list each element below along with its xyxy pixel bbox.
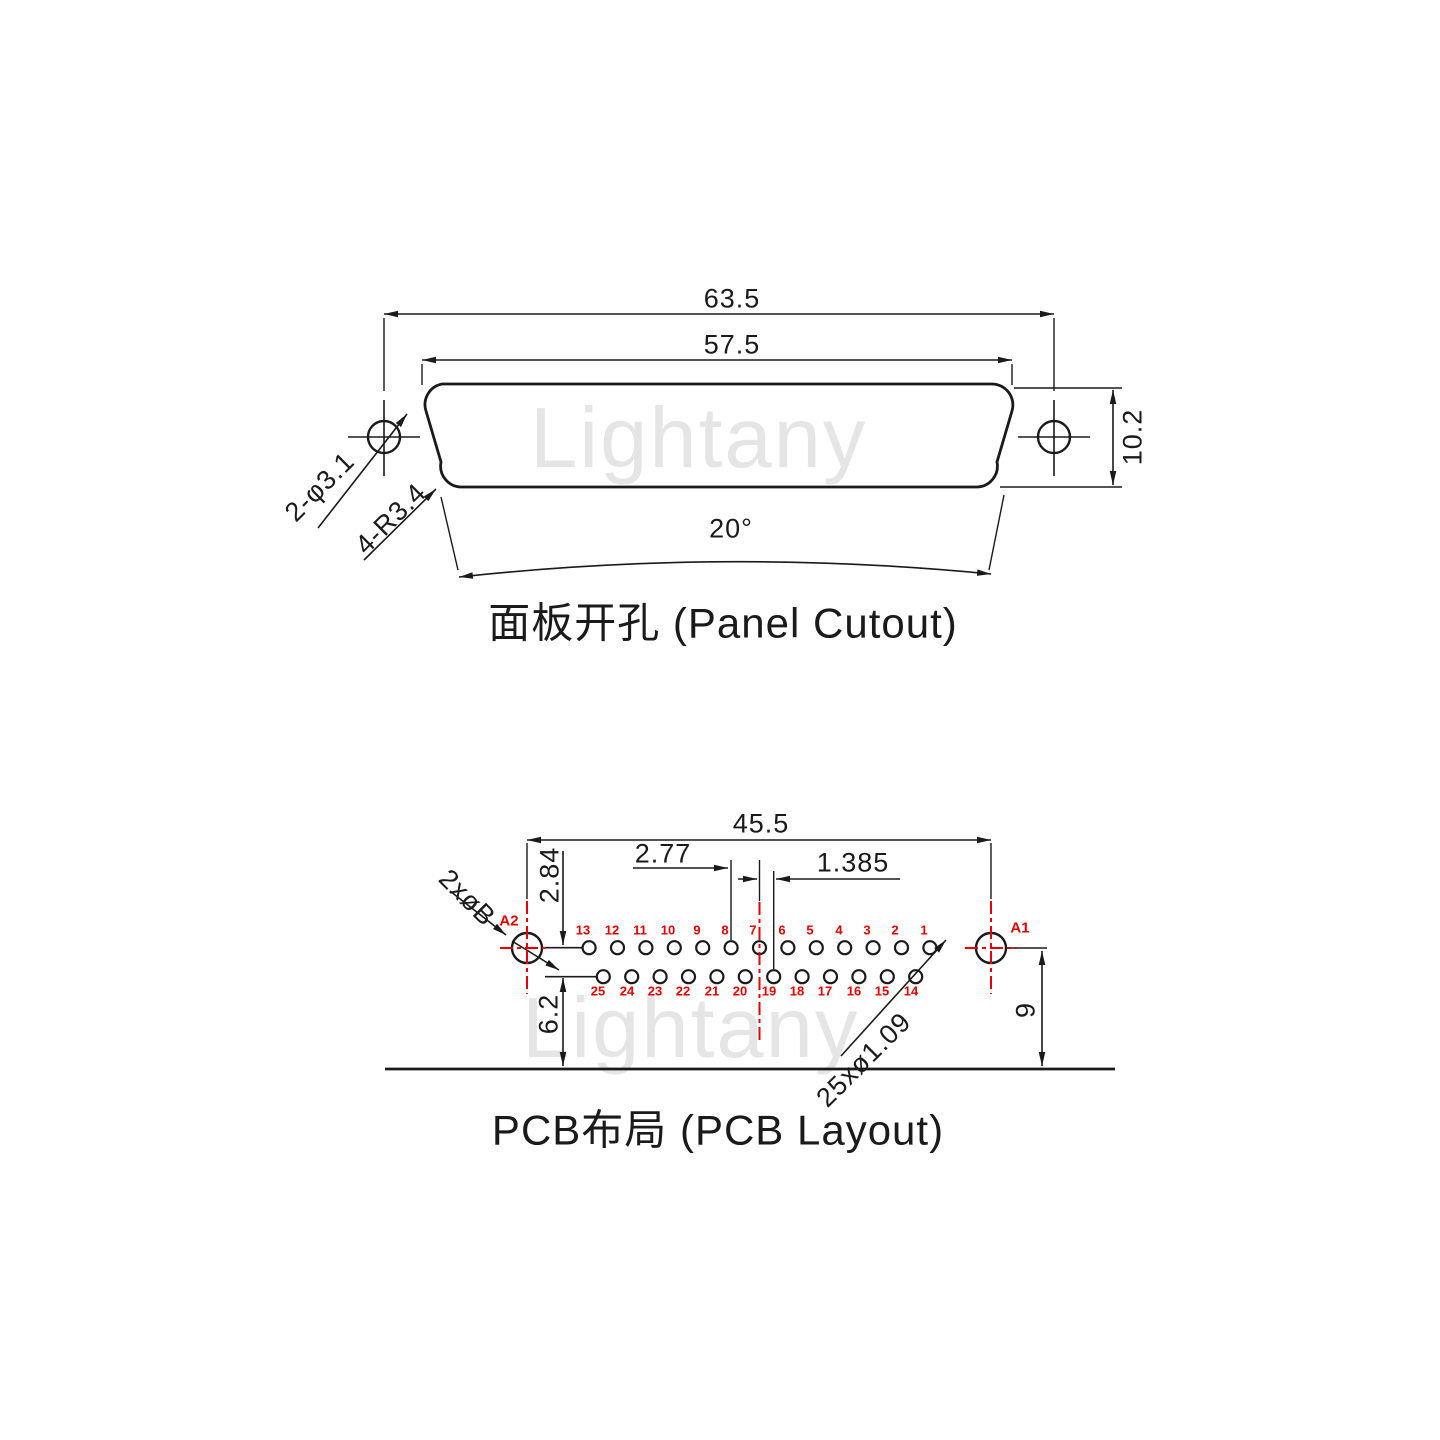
- pin-number: 3: [863, 922, 871, 938]
- pin-number: 7: [749, 922, 757, 938]
- red-centerlines: [500, 901, 1017, 1044]
- pin-number: 5: [806, 922, 814, 938]
- dim-half-pitch-text: 1.385: [816, 847, 890, 878]
- pin-number: 22: [675, 983, 691, 999]
- pin-number: 6: [778, 922, 786, 938]
- dim-angle-text: 20°: [709, 513, 753, 544]
- panel-cutout-title: 面板开孔 (Panel Cutout): [488, 599, 958, 647]
- pin-number: 17: [817, 983, 833, 999]
- pin-number: 19: [761, 983, 777, 999]
- pcb-layout-drawing: [385, 836, 1115, 1071]
- pin-number: 21: [704, 983, 720, 999]
- pin-number: 18: [789, 983, 805, 999]
- leader-pin-holes-callout: [840, 939, 947, 1057]
- dim-hole-to-edge: [1006, 947, 1047, 1066]
- panel-mounting-hole-left: [348, 400, 420, 476]
- pin-number: 13: [575, 922, 591, 938]
- pin-number: 12: [604, 922, 620, 938]
- watermark-bottom: Lightany: [522, 981, 860, 1076]
- dim-angle: [440, 494, 1005, 579]
- pin-holes-top-row: [581, 940, 938, 956]
- pin-number: 2: [891, 922, 899, 938]
- pin-number: 9: [693, 922, 701, 938]
- dim-inner-width: [421, 356, 1013, 385]
- pin-number: 14: [903, 983, 919, 999]
- panel-cutout-drawing: [317, 310, 1122, 579]
- dim-outer-width-text: 63.5: [703, 283, 761, 314]
- pcb-layout-title: PCB布局 (PCB Layout): [491, 1106, 945, 1154]
- pin-holes-bottom-row: [595, 969, 924, 985]
- dim-pitch: [633, 860, 761, 940]
- dim-half-pitch: [738, 871, 900, 969]
- dim-span: [526, 836, 992, 899]
- dim-span-text: 45.5: [732, 808, 790, 839]
- watermark-top: Lightany: [530, 391, 868, 486]
- pin-number: 20: [732, 983, 748, 999]
- panel-cutout-body: [423, 382, 1015, 489]
- leader-holes-callout: [317, 413, 408, 529]
- pin-number: 24: [619, 983, 635, 999]
- dim-pitch-text: 2.77: [634, 838, 692, 869]
- dim-row-offset: [542, 851, 596, 978]
- dim-height: [1000, 387, 1122, 488]
- leader-corner-radius-callout: [363, 488, 437, 561]
- pin-number: 23: [647, 983, 663, 999]
- pin-number: 11: [633, 922, 647, 938]
- dim-height-text: 10.2: [1117, 408, 1148, 466]
- hole-label-a1: A1: [1010, 919, 1030, 937]
- pin-number: 4: [835, 922, 843, 938]
- pin-number: 8: [721, 922, 729, 938]
- dim-outer-width: [383, 310, 1055, 391]
- pin-number: 15: [874, 983, 890, 999]
- panel-mounting-hole-right: [1018, 400, 1090, 476]
- pin-number: 1: [920, 922, 928, 938]
- hole-label-a2: A2: [499, 912, 519, 930]
- pin-number: 16: [846, 983, 862, 999]
- pin-number: 25: [590, 983, 606, 999]
- dim-hole-to-edge-text: 9: [1010, 1001, 1041, 1019]
- dim-inner-width-text: 57.5: [703, 329, 761, 360]
- pin-number: 10: [660, 922, 676, 938]
- dim-row-offset-text: 2.84: [534, 846, 565, 904]
- dim-row-to-edge-text: 6.2: [533, 993, 564, 1035]
- leader-mount-holes-callout: [449, 890, 560, 971]
